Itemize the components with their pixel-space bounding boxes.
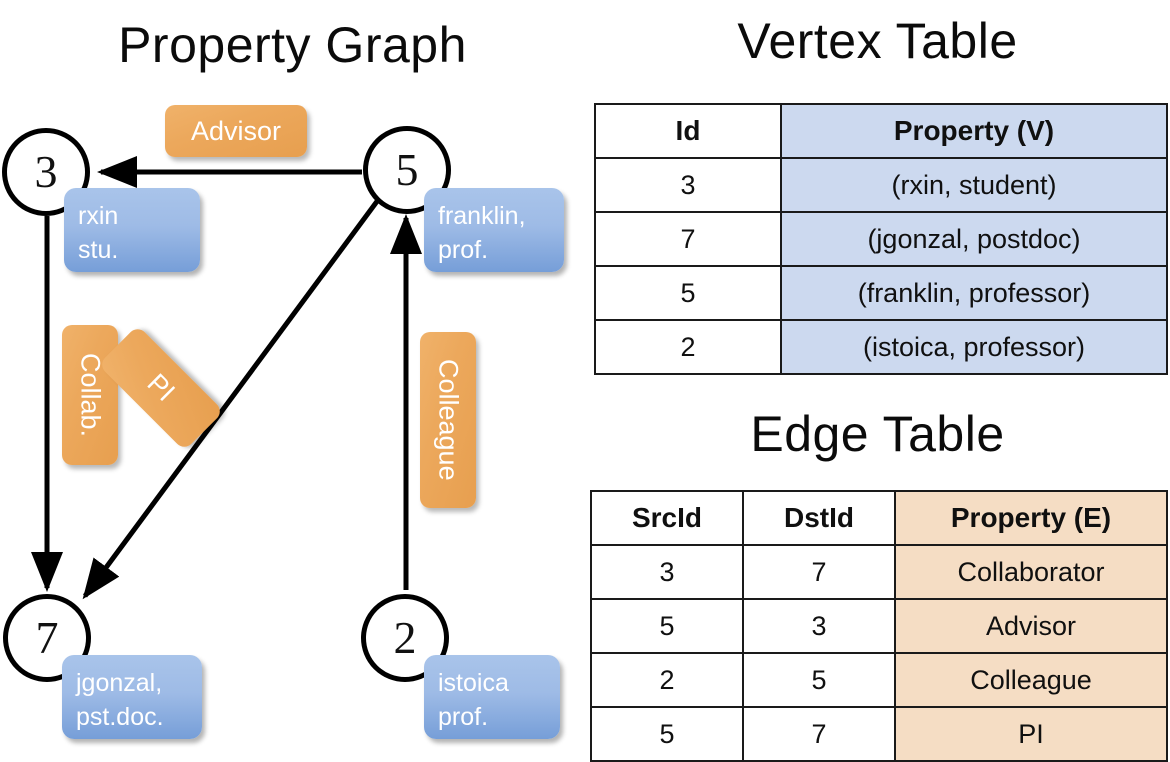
edge-table-header-property: Property (E) <box>894 490 1168 546</box>
graph-node-3-label: 3 <box>34 146 58 197</box>
edge-property-colleague-text: Colleague <box>433 359 464 481</box>
node-property-box-3: rxin stu. <box>64 188 200 272</box>
table-row: 5 7 PI <box>590 706 1168 762</box>
table-row: 3 7 Collaborator <box>590 544 1168 600</box>
edge-cell-srcid: 5 <box>590 598 744 654</box>
edge-cell-property: Collaborator <box>894 544 1168 600</box>
graph-edges-svg <box>31 156 422 600</box>
node-property-box-5: franklin, prof. <box>424 188 564 272</box>
vertex-table-header-property: Property (V) <box>780 103 1168 159</box>
table-row: 2 (istoica, professor) <box>594 319 1168 375</box>
page-title-edge-table: Edge Table <box>750 406 1005 462</box>
node-property-7-line1: jgonzal, <box>76 669 163 697</box>
edge-table-header-row: SrcId DstId Property (E) <box>590 490 1168 546</box>
vertex-table: Id Property (V) 3 (rxin, student) 7 (jgo… <box>594 103 1168 375</box>
vertex-cell-property: (istoica, professor) <box>780 319 1168 375</box>
node-property-box-7: jgonzal, pst.doc. <box>62 655 202 739</box>
edge-cell-dstid: 3 <box>742 598 896 654</box>
graph-node-5-label: 5 <box>395 144 419 195</box>
edge-cell-dstid: 5 <box>742 652 896 708</box>
node-property-5-line2: prof. <box>438 235 489 264</box>
graph-node-7-label: 7 <box>35 612 59 663</box>
table-row: 2 5 Colleague <box>590 652 1168 708</box>
edge-cell-dstid: 7 <box>742 544 896 600</box>
vertex-cell-id: 5 <box>594 265 782 321</box>
page-title-property-graph: Property Graph <box>118 17 467 73</box>
edge-property-box-advisor: Advisor <box>165 105 307 157</box>
node-property-7-line2: pst.doc. <box>76 702 164 731</box>
edge-property-box-collab: Collab. <box>62 325 118 465</box>
vertex-cell-id: 7 <box>594 211 782 267</box>
node-property-3-line2: stu. <box>78 235 119 264</box>
vertex-cell-property: (rxin, student) <box>780 157 1168 213</box>
vertex-table-header-row: Id Property (V) <box>594 103 1168 159</box>
edge-cell-srcid: 3 <box>590 544 744 600</box>
edge-cell-property: Colleague <box>894 652 1168 708</box>
node-property-2-line1: istoica <box>438 669 509 697</box>
vertex-table-header-id: Id <box>594 103 782 159</box>
edge-table: SrcId DstId Property (E) 3 7 Collaborato… <box>590 490 1168 762</box>
edge-cell-srcid: 2 <box>590 652 744 708</box>
table-row: 5 3 Advisor <box>590 598 1168 654</box>
vertex-cell-property: (franklin, professor) <box>780 265 1168 321</box>
edge-table-header-dstid: DstId <box>742 490 896 546</box>
edge-cell-srcid: 5 <box>590 706 744 762</box>
table-row: 7 (jgonzal, postdoc) <box>594 211 1168 267</box>
edge-property-box-colleague: Colleague <box>420 332 476 508</box>
edge-property-advisor-text: Advisor <box>190 115 282 146</box>
node-property-3-line1: rxin <box>78 202 119 230</box>
edge-cell-property: Advisor <box>894 598 1168 654</box>
graph-node-2-label: 2 <box>393 612 417 663</box>
node-property-2-line2: prof. <box>438 702 489 731</box>
edge-property-collab-text: Collab. <box>75 352 106 438</box>
node-property-5-line1: franklin, <box>438 202 526 230</box>
graph-node-2[interactable]: 2 <box>361 594 449 682</box>
property-graph-diagram: 3 5 7 2 rxin stu. franklin, prof. jgonza… <box>0 0 585 760</box>
node-property-box-2: istoica prof. <box>424 655 560 739</box>
page-title-vertex-table: Vertex Table <box>737 13 1018 69</box>
vertex-cell-id: 2 <box>594 319 782 375</box>
edge-arrow-pi <box>82 198 381 600</box>
vertex-cell-id: 3 <box>594 157 782 213</box>
graph-node-5[interactable]: 5 <box>363 126 451 214</box>
edge-cell-dstid: 7 <box>742 706 896 762</box>
table-row: 5 (franklin, professor) <box>594 265 1168 321</box>
edge-property-pi-text: PI <box>141 368 181 408</box>
vertex-cell-property: (jgonzal, postdoc) <box>780 211 1168 267</box>
edge-table-header-srcid: SrcId <box>590 490 744 546</box>
table-row: 3 (rxin, student) <box>594 157 1168 213</box>
edge-cell-property: PI <box>894 706 1168 762</box>
